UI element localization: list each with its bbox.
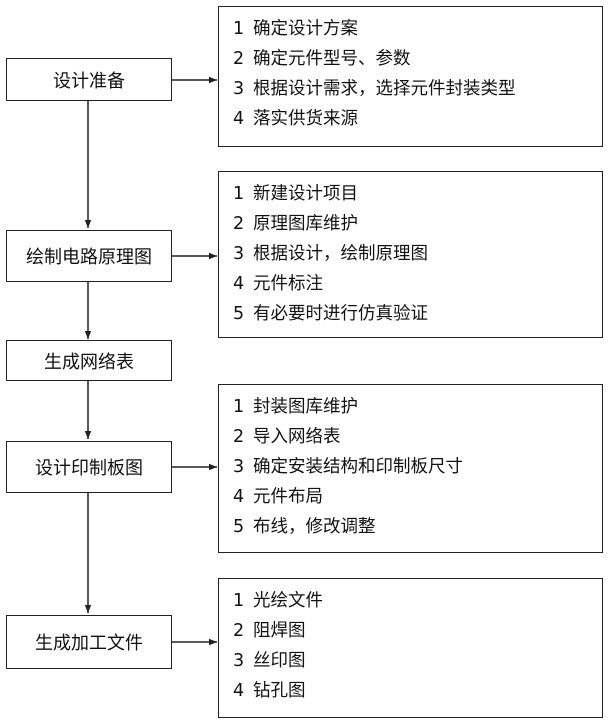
step-label: 生成网络表 [44, 351, 134, 373]
step-generate-files: 生成加工文件 [6, 615, 172, 669]
step-draw-schematic: 绘制电路原理图 [6, 230, 172, 282]
step-design-pcb: 设计印制板图 [6, 441, 172, 493]
step-label: 生成加工文件 [35, 633, 143, 654]
step-label: 设计准备 [53, 70, 125, 92]
step-design-prep: 设计准备 [6, 58, 172, 101]
step-label: 绘制电路原理图 [26, 247, 152, 268]
step-generate-netlist: 生成网络表 [6, 340, 172, 381]
step-label: 设计印制板图 [35, 458, 143, 479]
